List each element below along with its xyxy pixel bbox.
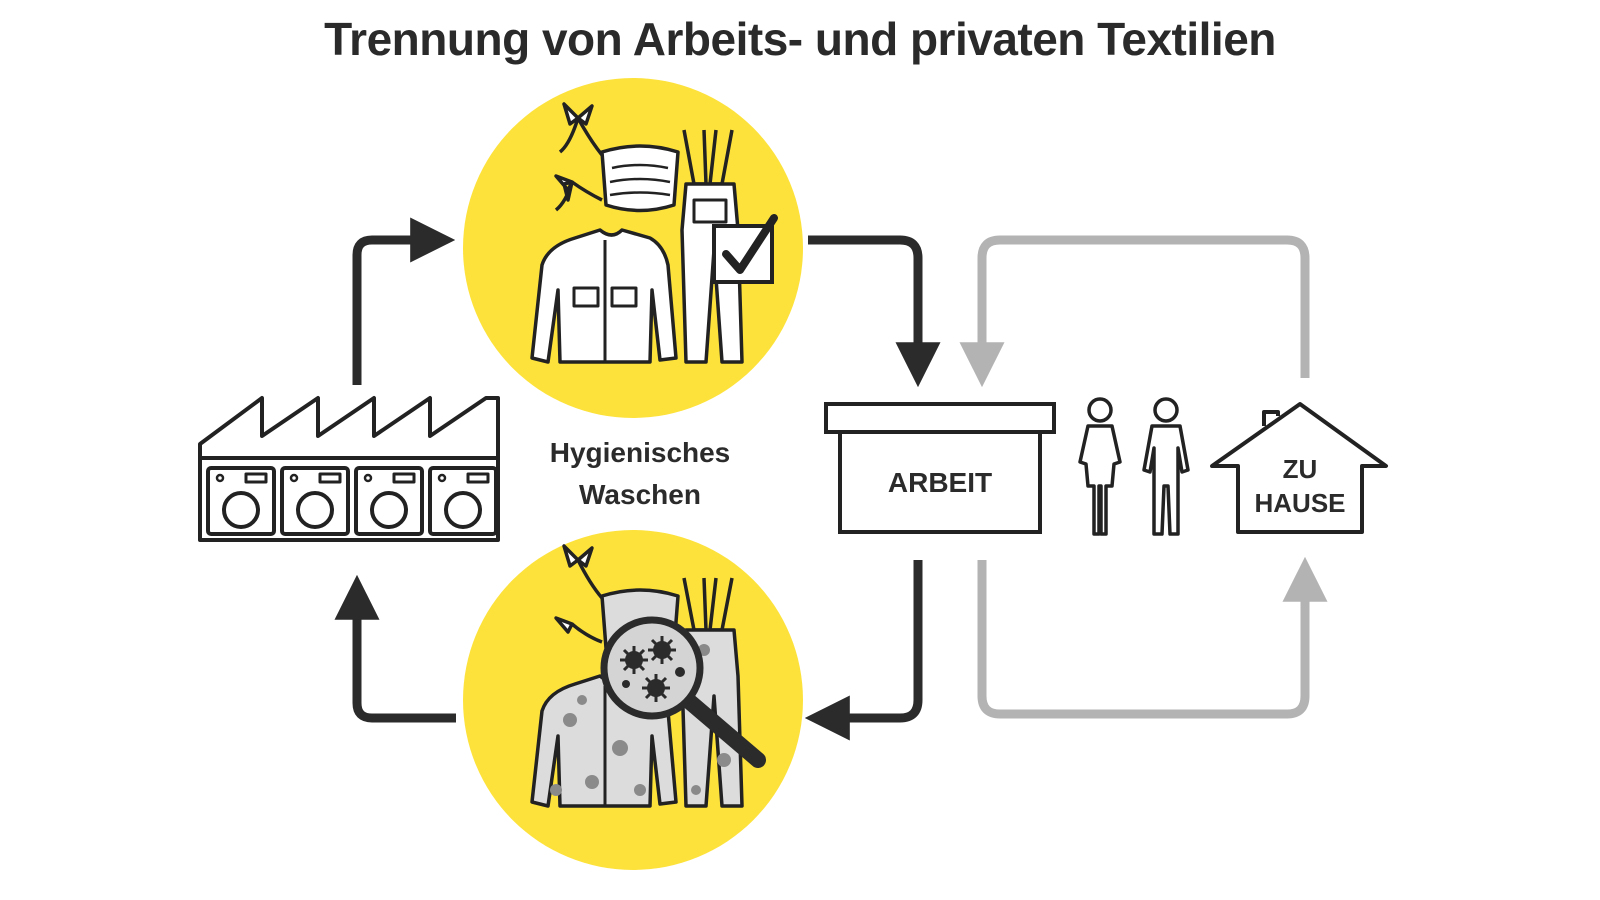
house-icon bbox=[1210, 402, 1388, 534]
factory-laundry-icon bbox=[198, 396, 500, 542]
home-label-line1: ZU bbox=[1283, 454, 1318, 484]
checkbox-check-icon bbox=[712, 214, 778, 284]
work-label: ARBEIT bbox=[888, 467, 992, 498]
arrow-work-to-dirty bbox=[804, 560, 923, 741]
diagram-title: Trennung von Arbeits- und privaten Texti… bbox=[324, 13, 1276, 65]
center-label-line2: Waschen bbox=[579, 479, 701, 510]
arrow-clean-to-work bbox=[808, 235, 941, 388]
magnifier-germs-icon bbox=[600, 616, 766, 768]
arrow-work-to-home bbox=[977, 556, 1328, 719]
center-label-line1: Hygienisches bbox=[550, 437, 731, 468]
arrow-home-to-work bbox=[959, 235, 1310, 388]
clean-textiles-icon bbox=[463, 78, 803, 418]
dirty-textiles-icon bbox=[463, 530, 803, 870]
home-label-line2: HAUSE bbox=[1254, 488, 1345, 518]
arrow-factory-to-clean bbox=[352, 217, 456, 385]
workplace-box-icon bbox=[824, 402, 1056, 534]
people-icon bbox=[1078, 397, 1190, 536]
arrow-dirty-to-factory bbox=[334, 574, 456, 723]
